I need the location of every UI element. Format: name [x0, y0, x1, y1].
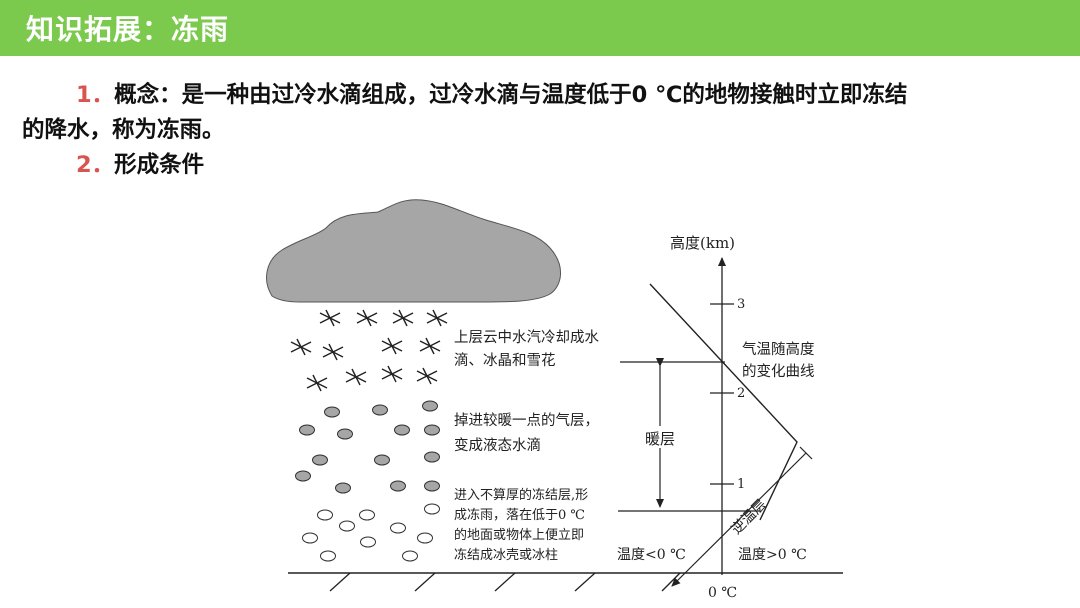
snowflake-icon	[356, 309, 378, 327]
water-droplet-icon	[299, 424, 315, 436]
freezing-droplet-icon	[417, 532, 433, 544]
upper-label-line2: 滴、冰晶和雪花	[454, 351, 556, 369]
condition-text: 形成条件	[114, 152, 205, 178]
warm-layer-label-bg	[638, 426, 682, 448]
freezing-droplet-icon	[359, 509, 375, 521]
water-droplet-icon	[374, 454, 390, 466]
water-droplet-icon	[424, 424, 440, 436]
water-droplet-icon	[390, 480, 406, 492]
middle-label-line2: 变成液态水滴	[454, 436, 541, 454]
lower-label-line3: 的地面或物体上便立即	[454, 527, 584, 543]
water-droplet-icon	[295, 470, 311, 482]
snowflake-icon	[419, 337, 441, 355]
freezing-droplet-icon	[320, 550, 336, 562]
inversion-layer-arrow	[671, 452, 807, 587]
liquid-droplets	[295, 400, 440, 494]
freezing-droplets	[302, 503, 440, 562]
snowflakes	[290, 309, 448, 392]
freezing-droplet-icon	[390, 522, 406, 534]
lower-label-line2: 成冻雨，落在低于0 ℃	[454, 507, 585, 523]
zero-degree-label: 0 ℃	[708, 585, 737, 601]
water-droplet-icon	[422, 400, 438, 412]
water-droplet-icon	[424, 451, 440, 463]
tick-label-1: 1	[737, 477, 745, 492]
temp-below-label: 温度<0 ℃	[617, 547, 686, 563]
middle-label-line1: 掉进较暖一点的气层，	[454, 411, 599, 429]
snowflake-icon	[319, 309, 341, 327]
snowflake-icon	[392, 309, 414, 327]
item-number-1: 1．	[76, 82, 115, 108]
snowflake-icon	[416, 367, 438, 385]
freezing-droplet-icon	[402, 550, 418, 562]
concept-text-1: 概念：是一种由过冷水滴组成，过冷水滴与温度低于0 ℃的地物接触时立即冻结	[114, 82, 908, 108]
water-droplet-icon	[312, 454, 328, 466]
temp-above-label: 温度>0 ℃	[738, 547, 807, 563]
ground-hatching	[329, 572, 681, 592]
water-droplet-icon	[335, 482, 351, 494]
page-title: 知识拓展：冻雨	[26, 13, 230, 46]
inversion-layer-label: 逆温层	[729, 497, 770, 538]
freezing-droplet-icon	[360, 536, 376, 548]
lower-label-line1: 进入不算厚的冻结层,形	[454, 487, 588, 503]
inversion-arrow-cap	[799, 446, 813, 460]
height-axis-label: 高度(km)	[670, 234, 735, 252]
concept-line-2: 的降水，称为冻雨。	[22, 117, 225, 143]
concept-line: 1．概念：是一种由过冷水滴组成，过冷水滴与温度低于0 ℃的地物接触时立即冻结	[22, 78, 1062, 113]
water-droplet-icon	[372, 404, 388, 416]
upper-label-line1: 上层云中水汽冷却成水	[454, 329, 599, 346]
freezing-droplet-icon	[424, 503, 440, 515]
snowflake-icon	[381, 337, 403, 355]
tick-label-2: 2	[737, 386, 745, 401]
lower-label-line4: 冻结成冰壳或冰柱	[454, 547, 558, 563]
tick-label-3: 3	[737, 297, 745, 312]
freezing-droplet-icon	[302, 532, 318, 544]
snowflake-icon	[306, 374, 328, 392]
item-number-2: 2．	[76, 152, 115, 178]
snowflake-icon	[426, 309, 448, 327]
snowflake-icon	[345, 368, 367, 386]
water-droplet-icon	[337, 428, 353, 440]
condition-line: 2．形成条件	[22, 148, 1062, 183]
temperature-curve	[649, 283, 798, 521]
snowflake-icon	[381, 365, 403, 383]
warm-layer-label: 暖层	[645, 430, 675, 448]
header-banner: 知识拓展：冻雨	[0, 0, 1080, 56]
water-droplet-icon	[424, 480, 440, 492]
snowflake-icon	[290, 338, 312, 356]
curve-label-line2: 的变化曲线	[742, 363, 815, 380]
cloud-shape	[266, 199, 561, 303]
freezing-droplet-icon	[317, 509, 333, 521]
curve-label-line1: 气温随高度	[742, 341, 815, 358]
freezing-droplet-icon	[339, 520, 355, 532]
content-text: 1．概念：是一种由过冷水滴组成，过冷水滴与温度低于0 ℃的地物接触时立即冻结 的…	[22, 78, 1062, 183]
water-droplet-icon	[394, 424, 410, 436]
water-droplet-icon	[324, 406, 340, 418]
snowflake-icon	[322, 343, 344, 361]
